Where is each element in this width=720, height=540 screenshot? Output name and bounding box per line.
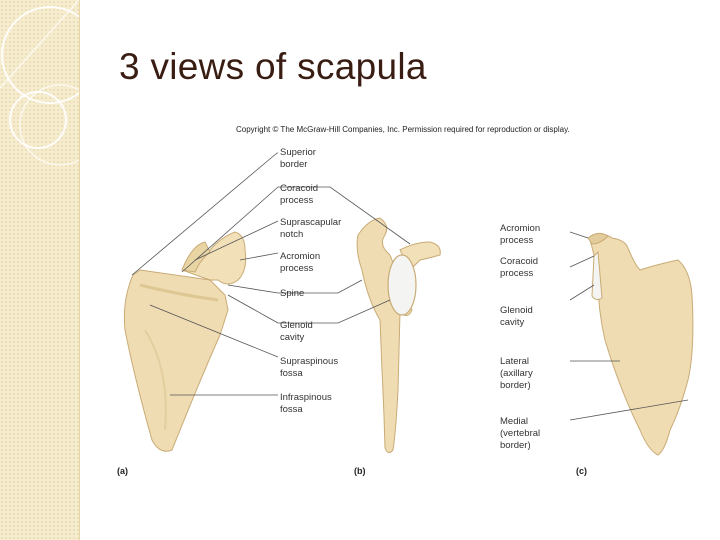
label-medial-border: Medial (vertebral border) <box>500 416 541 451</box>
glenoid-cavity-highlight <box>387 254 417 316</box>
panel-label-b: (b) <box>354 466 366 476</box>
label-spine: Spine <box>280 288 305 299</box>
label-posterior-coracoid-process: Coracoid process <box>500 256 539 279</box>
label-infraspinous-fossa: Infraspinous fossa <box>280 392 332 415</box>
label-coracoid-process: Coracoid process <box>280 183 319 206</box>
scapula-lateral-view <box>356 217 441 454</box>
panel-label-a: (a) <box>117 466 128 476</box>
label-posterior-acromion-process: Acromion process <box>500 223 541 246</box>
label-supraspinous-fossa: Supraspinous fossa <box>280 356 339 379</box>
decorative-sidebar <box>0 0 80 540</box>
scapula-figure <box>123 152 694 456</box>
leader-lines <box>131 152 689 421</box>
copyright-notice: Copyright © The McGraw-Hill Companies, I… <box>236 125 570 134</box>
decorative-circles <box>0 0 79 166</box>
slide-title: 3 views of scapula <box>119 46 427 87</box>
panel-label-c: (c) <box>576 466 587 476</box>
scapula-posterior-view <box>587 232 694 456</box>
label-posterior-glenoid-cavity: Glenoid cavity <box>500 305 533 328</box>
label-suprascapular-notch: Suprascapular notch <box>280 217 342 240</box>
label-superior-border: Superior border <box>280 147 316 170</box>
label-lateral-border: Lateral (axillary border) <box>500 356 533 391</box>
label-glenoid-cavity: Glenoid cavity <box>280 320 313 343</box>
label-acromion-process: Acromion process <box>280 251 321 274</box>
scapula-anterior-view <box>123 231 247 452</box>
